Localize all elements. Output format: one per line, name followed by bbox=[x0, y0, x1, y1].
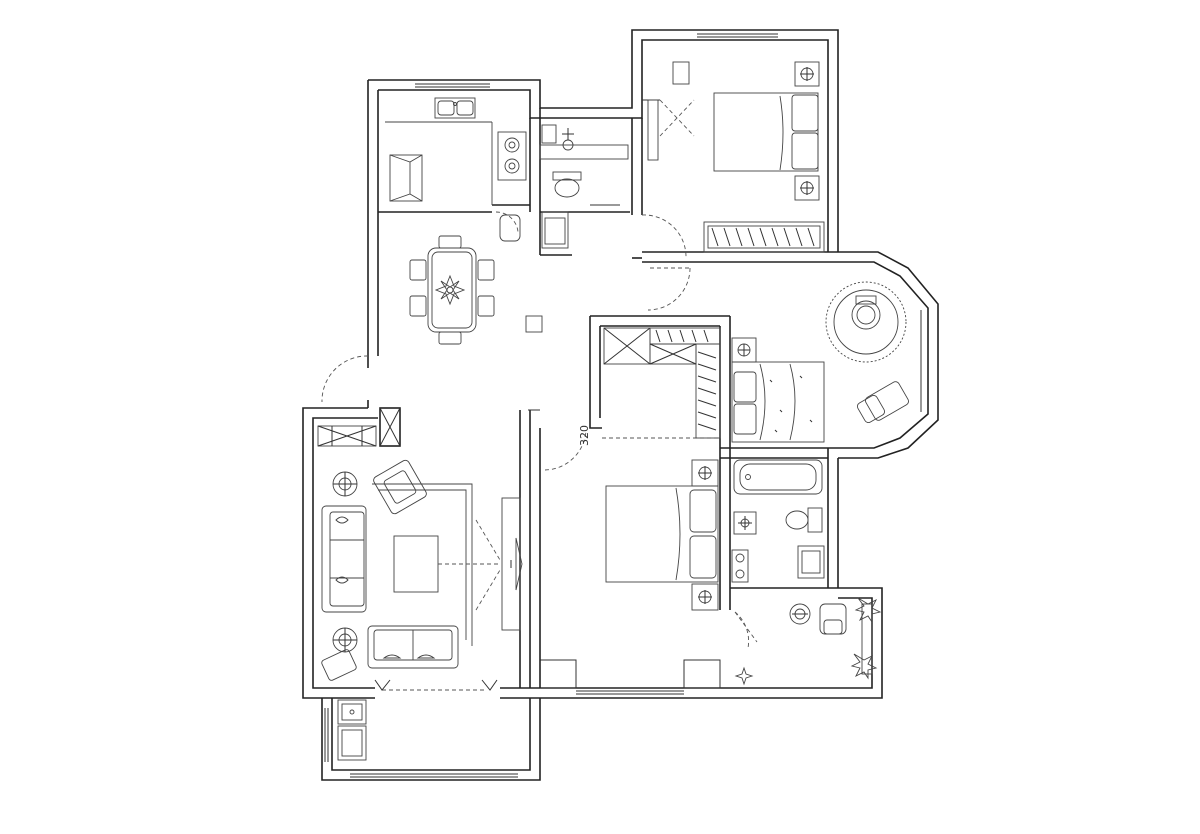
master-bedroom-furniture bbox=[605, 459, 719, 611]
master-bath-fixtures bbox=[731, 459, 825, 583]
interior-walls bbox=[378, 108, 838, 688]
study-furniture bbox=[734, 597, 882, 686]
dining-set bbox=[409, 235, 543, 345]
dimension-label: 320 bbox=[578, 425, 591, 446]
bedroom-2-furniture: 320 bbox=[578, 281, 909, 446]
kitchen-fixtures bbox=[385, 97, 527, 242]
exterior-walls bbox=[302, 29, 939, 781]
balcony-fixtures bbox=[337, 699, 367, 761]
living-furniture bbox=[317, 425, 523, 681]
wc-fixtures bbox=[539, 124, 629, 249]
bedroom-1-furniture bbox=[647, 61, 825, 253]
